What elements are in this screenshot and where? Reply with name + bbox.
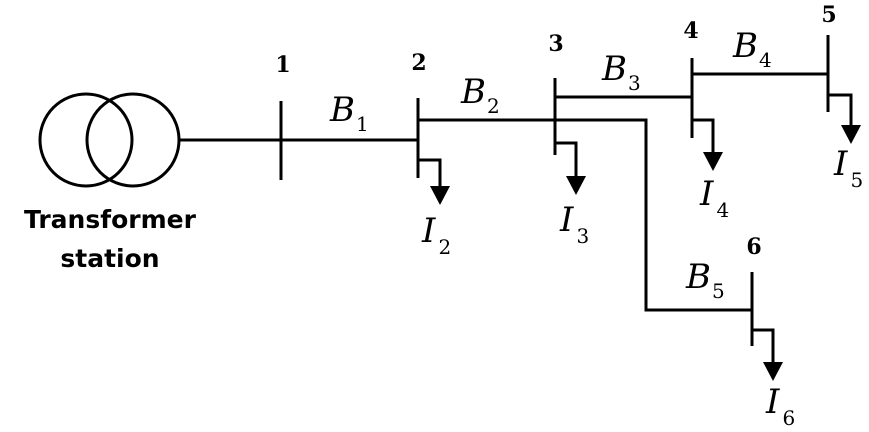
branch-label-b2: B2 bbox=[460, 72, 500, 118]
node-label-6: 6 bbox=[746, 234, 761, 260]
node-label-2: 2 bbox=[411, 50, 426, 76]
branch-label-b5: B5 bbox=[685, 257, 725, 303]
load-arrow-bus-6 bbox=[752, 328, 783, 381]
transformer-primary-coil bbox=[38, 92, 134, 188]
load-arrow-bus-3 bbox=[555, 141, 586, 195]
transformer-station-label-line1: Transformer bbox=[24, 205, 197, 234]
branch-label-b1: B1 bbox=[329, 90, 369, 136]
transformer-icon bbox=[38, 92, 181, 188]
node-label-1: 1 bbox=[275, 52, 290, 78]
transformer-station-label-line2: station bbox=[60, 244, 159, 273]
load-arrow-bus-2 bbox=[418, 158, 450, 205]
node-label-4: 4 bbox=[683, 18, 698, 44]
branch-b5-line bbox=[555, 118, 752, 312]
load-arrow-bus-5 bbox=[828, 93, 861, 144]
node-label-3: 3 bbox=[548, 31, 563, 57]
node-label-5: 5 bbox=[821, 2, 836, 28]
branch-label-b3: B3 bbox=[601, 49, 641, 95]
load-arrow-bus-4 bbox=[692, 118, 723, 171]
branch-label-b4: B4 bbox=[732, 26, 772, 72]
